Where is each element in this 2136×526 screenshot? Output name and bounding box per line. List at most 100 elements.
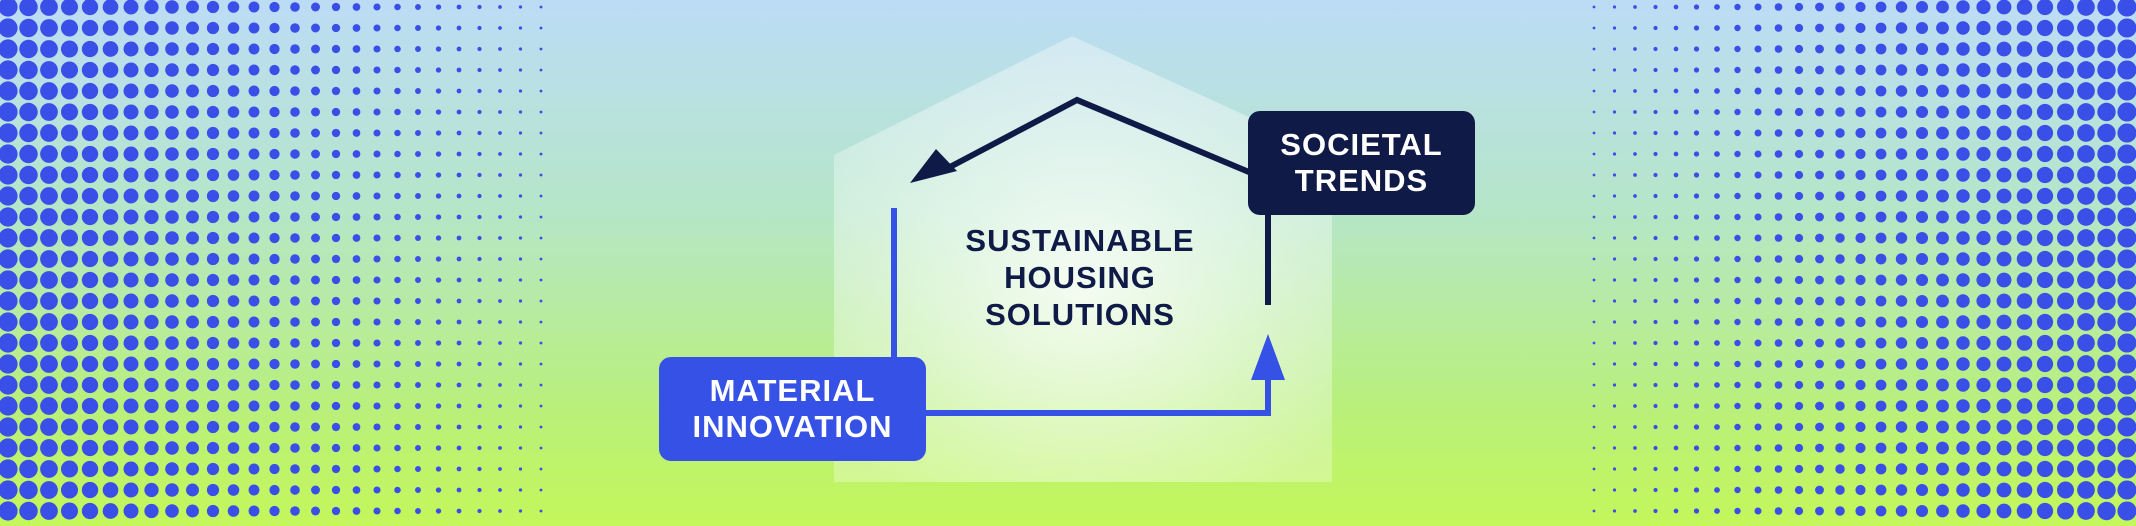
halftone-dot <box>2117 417 2136 437</box>
halftone-dot <box>1612 47 1617 51</box>
halftone-dot <box>477 214 482 220</box>
halftone-dot <box>394 339 401 347</box>
halftone-dot <box>415 193 421 199</box>
halftone-dot <box>477 319 482 325</box>
halftone-dot <box>1693 508 1700 514</box>
halftone-dot <box>477 151 482 157</box>
halftone-dot <box>165 231 179 245</box>
halftone-dot <box>1936 168 1949 182</box>
halftone-dot <box>539 131 543 135</box>
halftone-dot <box>311 443 320 453</box>
halftone-dot <box>227 379 240 391</box>
halftone-dot <box>435 382 442 388</box>
halftone-dot <box>2036 292 2054 310</box>
halftone-dot <box>415 172 421 178</box>
halftone-dot <box>2057 208 2074 226</box>
halftone-dot <box>144 125 159 141</box>
halftone-dot <box>1714 403 1720 409</box>
halftone-dot <box>352 234 361 242</box>
halftone-dot <box>456 235 462 241</box>
halftone-dot <box>102 62 119 78</box>
halftone-dot <box>1875 379 1887 391</box>
halftone-dot <box>81 145 99 163</box>
halftone-dot <box>1714 172 1720 178</box>
halftone-dot <box>1976 209 1991 225</box>
halftone-dot <box>81 187 99 205</box>
halftone-dot <box>40 481 58 499</box>
halftone-dot <box>331 275 341 285</box>
halftone-dot <box>1936 273 1949 287</box>
halftone-dot <box>352 423 361 431</box>
halftone-dot <box>1714 382 1720 388</box>
halftone-dot <box>311 128 320 138</box>
halftone-dot <box>1673 319 1679 325</box>
halftone-dot <box>227 106 240 118</box>
halftone-dot <box>2057 460 2074 478</box>
halftone-dot <box>2077 418 2095 436</box>
halftone-dot <box>311 338 320 348</box>
halftone-dot <box>165 420 179 434</box>
halftone-dot <box>1996 461 2012 477</box>
halftone-dot <box>0 102 18 122</box>
halftone-dot <box>1734 66 1741 74</box>
halftone-dot <box>1875 22 1887 34</box>
halftone-dot <box>2097 312 2116 332</box>
halftone-dot <box>2077 439 2095 457</box>
halftone-dot <box>1895 211 1908 223</box>
halftone-dot <box>539 446 543 450</box>
halftone-dot <box>2036 334 2054 352</box>
halftone-dot <box>248 400 260 412</box>
halftone-dot <box>1996 482 2012 498</box>
halftone-dot <box>2016 377 2033 393</box>
halftone-dot <box>415 256 421 262</box>
halftone-dot <box>1653 424 1658 430</box>
halftone-dot <box>2077 271 2095 289</box>
halftone-dot <box>2016 230 2033 246</box>
halftone-dot <box>1774 339 1783 347</box>
halftone-dot <box>144 251 159 267</box>
halftone-dot <box>435 4 442 10</box>
halftone-dot <box>1956 273 1970 287</box>
halftone-dot <box>1612 383 1617 387</box>
halftone-dot <box>1754 360 1762 368</box>
halftone-dot <box>60 292 79 310</box>
halftone-dot <box>1915 336 1929 350</box>
halftone-dot <box>60 355 79 373</box>
halftone-dot <box>40 0 58 16</box>
halftone-dot <box>81 124 99 142</box>
halftone-dot <box>311 254 320 264</box>
halftone-dot <box>102 0 119 15</box>
halftone-dot <box>1734 24 1741 32</box>
halftone-dot <box>19 228 38 248</box>
halftone-dot <box>2016 419 2033 435</box>
halftone-dot <box>456 25 462 31</box>
halftone-dot <box>186 84 199 98</box>
halftone-dot <box>1956 441 1970 455</box>
halftone-dot <box>477 424 482 430</box>
halftone-dot <box>40 460 58 478</box>
halftone-dot <box>102 377 119 393</box>
halftone-dot <box>1976 20 1991 36</box>
halftone-dot <box>1855 190 1866 202</box>
halftone-dot <box>0 207 18 227</box>
halftone-dot <box>331 506 341 516</box>
halftone-dot <box>227 337 240 349</box>
halftone-dot <box>331 65 341 75</box>
halftone-dot <box>1633 194 1637 198</box>
halftone-dot <box>435 487 442 493</box>
halftone-dot <box>331 170 341 180</box>
halftone-dot <box>60 187 79 205</box>
halftone-dot <box>311 191 320 201</box>
halftone-dot <box>1835 317 1845 327</box>
halftone-dot <box>248 274 260 286</box>
halftone-dot <box>1936 483 1949 497</box>
halftone-dot <box>1653 193 1658 199</box>
halftone-dot <box>81 418 99 436</box>
halftone-dot <box>1673 361 1679 367</box>
halftone-dot <box>1956 294 1970 308</box>
halftone-dot <box>394 213 401 221</box>
halftone-dot <box>1592 278 1596 282</box>
halftone-dot <box>206 147 220 161</box>
halftone-dot <box>2016 314 2033 330</box>
halftone-dot <box>1673 340 1679 346</box>
